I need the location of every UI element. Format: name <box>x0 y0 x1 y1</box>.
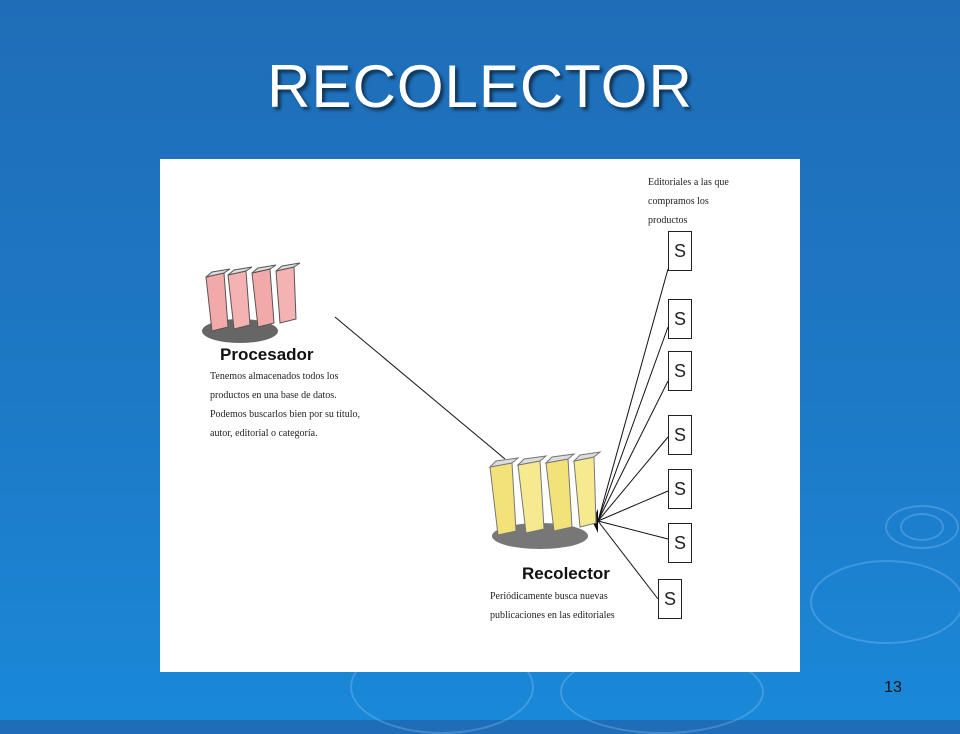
connector-source-4 <box>597 436 669 522</box>
diagram-canvas <box>202 262 669 600</box>
source-box: S <box>668 523 692 563</box>
source-box: S <box>668 231 692 271</box>
procesador-label: Procesador <box>220 345 314 364</box>
source-box: S <box>668 415 692 455</box>
connector-source-3 <box>597 380 669 522</box>
source-box: S <box>668 351 692 391</box>
source-box: S <box>668 299 692 339</box>
source-box: S <box>658 579 682 619</box>
connector-source-7 <box>597 520 659 600</box>
connector-source-6 <box>597 520 669 540</box>
connector-procesador-recolector <box>334 316 506 460</box>
slide-title: RECOLECTOR <box>267 53 693 120</box>
recolector-label: Recolector <box>522 564 610 583</box>
source-connectors <box>597 268 669 600</box>
recolector-server-icon <box>488 451 602 549</box>
recolector-description: Periódicamente busca nuevas publicacione… <box>490 591 615 621</box>
editoriales-note: Editoriales a las que compramos los prod… <box>648 177 729 226</box>
connector-source-1 <box>597 268 669 522</box>
procesador-server-icon <box>202 262 301 343</box>
procesador-description: Tenemos almacenados todos los productos … <box>210 371 360 439</box>
water-ripple-decoration <box>900 513 944 541</box>
source-box: S <box>668 469 692 509</box>
water-ripple-decoration <box>885 505 959 549</box>
connector-source-2 <box>597 326 669 522</box>
page-number: 13 <box>884 679 902 696</box>
water-ripple-decoration <box>810 560 960 644</box>
connector-source-5 <box>597 490 669 522</box>
